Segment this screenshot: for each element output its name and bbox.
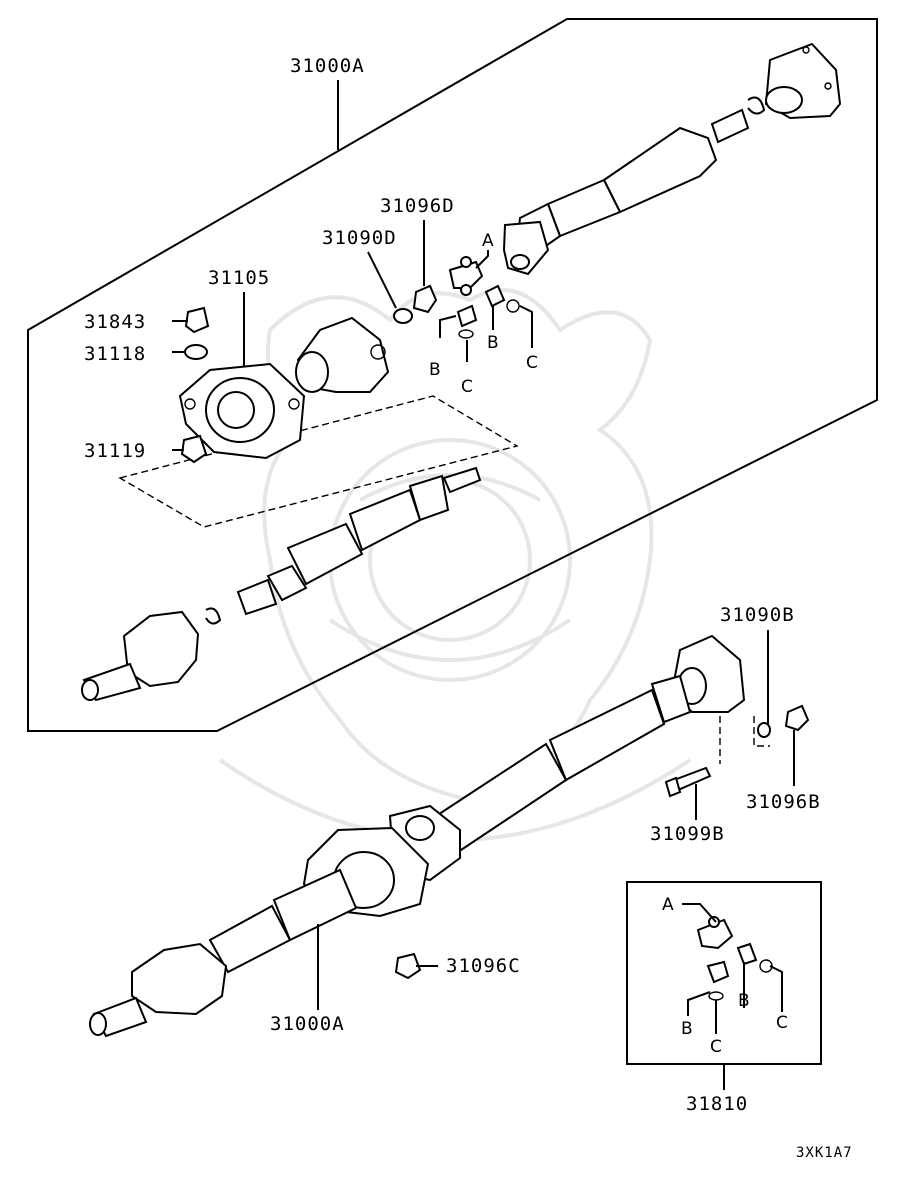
label-31096c: 31096C xyxy=(446,955,521,977)
callout-b-kit-right: B xyxy=(738,991,750,1011)
label-31810: 31810 xyxy=(686,1093,748,1115)
label-31000a-top: 31000A xyxy=(290,55,365,77)
universal-joint-cross[interactable] xyxy=(448,256,484,296)
nut-31096d[interactable] xyxy=(412,284,438,314)
nut-31843[interactable] xyxy=(184,306,210,334)
callout-b-top-right: B xyxy=(487,333,499,353)
nut-31096c[interactable] xyxy=(394,952,422,980)
washer-31090d[interactable] xyxy=(393,308,413,324)
callout-c-top-left: C xyxy=(461,377,473,397)
center-bearing-31105[interactable] xyxy=(178,362,306,460)
label-31096b: 31096B xyxy=(746,791,821,813)
callout-c-top-right: C xyxy=(526,353,538,373)
bolt-31099b[interactable] xyxy=(664,766,712,798)
upper-assembly-frame xyxy=(27,18,878,732)
nut-31119[interactable] xyxy=(180,434,208,464)
callout-b-top-left: B xyxy=(429,360,441,380)
label-31105: 31105 xyxy=(208,267,270,289)
washer-31118[interactable] xyxy=(184,344,208,360)
washer-31090b[interactable] xyxy=(757,722,771,738)
label-31090d: 31090D xyxy=(322,227,397,249)
label-31843: 31843 xyxy=(84,311,146,333)
nut-31096b[interactable] xyxy=(784,704,810,732)
lower-main-shaft[interactable] xyxy=(89,634,746,1038)
label-31090b: 31090B xyxy=(720,604,795,626)
upper-rear-shaft[interactable] xyxy=(81,466,482,702)
repair-kit-31810-box xyxy=(626,881,822,1065)
label-31000a-bottom: 31000A xyxy=(270,1013,345,1035)
watermark-mask-emblem xyxy=(218,288,692,842)
bearing-cup-b-right[interactable] xyxy=(484,284,506,308)
center-bearing-dashed-frame xyxy=(118,395,519,528)
callout-c-kit-left: C xyxy=(710,1037,722,1057)
upper-front-shaft[interactable] xyxy=(502,42,842,276)
snap-ring-c-right[interactable] xyxy=(506,299,520,313)
label-31096d: 31096D xyxy=(380,195,455,217)
label-31119: 31119 xyxy=(84,440,146,462)
snap-ring-c-left[interactable] xyxy=(458,329,474,339)
label-31099b: 31099B xyxy=(650,823,725,845)
callout-c-kit-right: C xyxy=(776,1013,788,1033)
leader-lines xyxy=(172,80,795,1090)
label-31118: 31118 xyxy=(84,343,146,365)
callout-a-kit: A xyxy=(662,895,674,915)
sliding-yoke[interactable] xyxy=(295,316,390,393)
callout-a-top: A xyxy=(482,231,494,251)
bearing-cup-b-left[interactable] xyxy=(456,304,478,328)
diagram-code: 3XK1A7 xyxy=(796,1145,853,1161)
callout-b-kit-left: B xyxy=(681,1019,693,1039)
